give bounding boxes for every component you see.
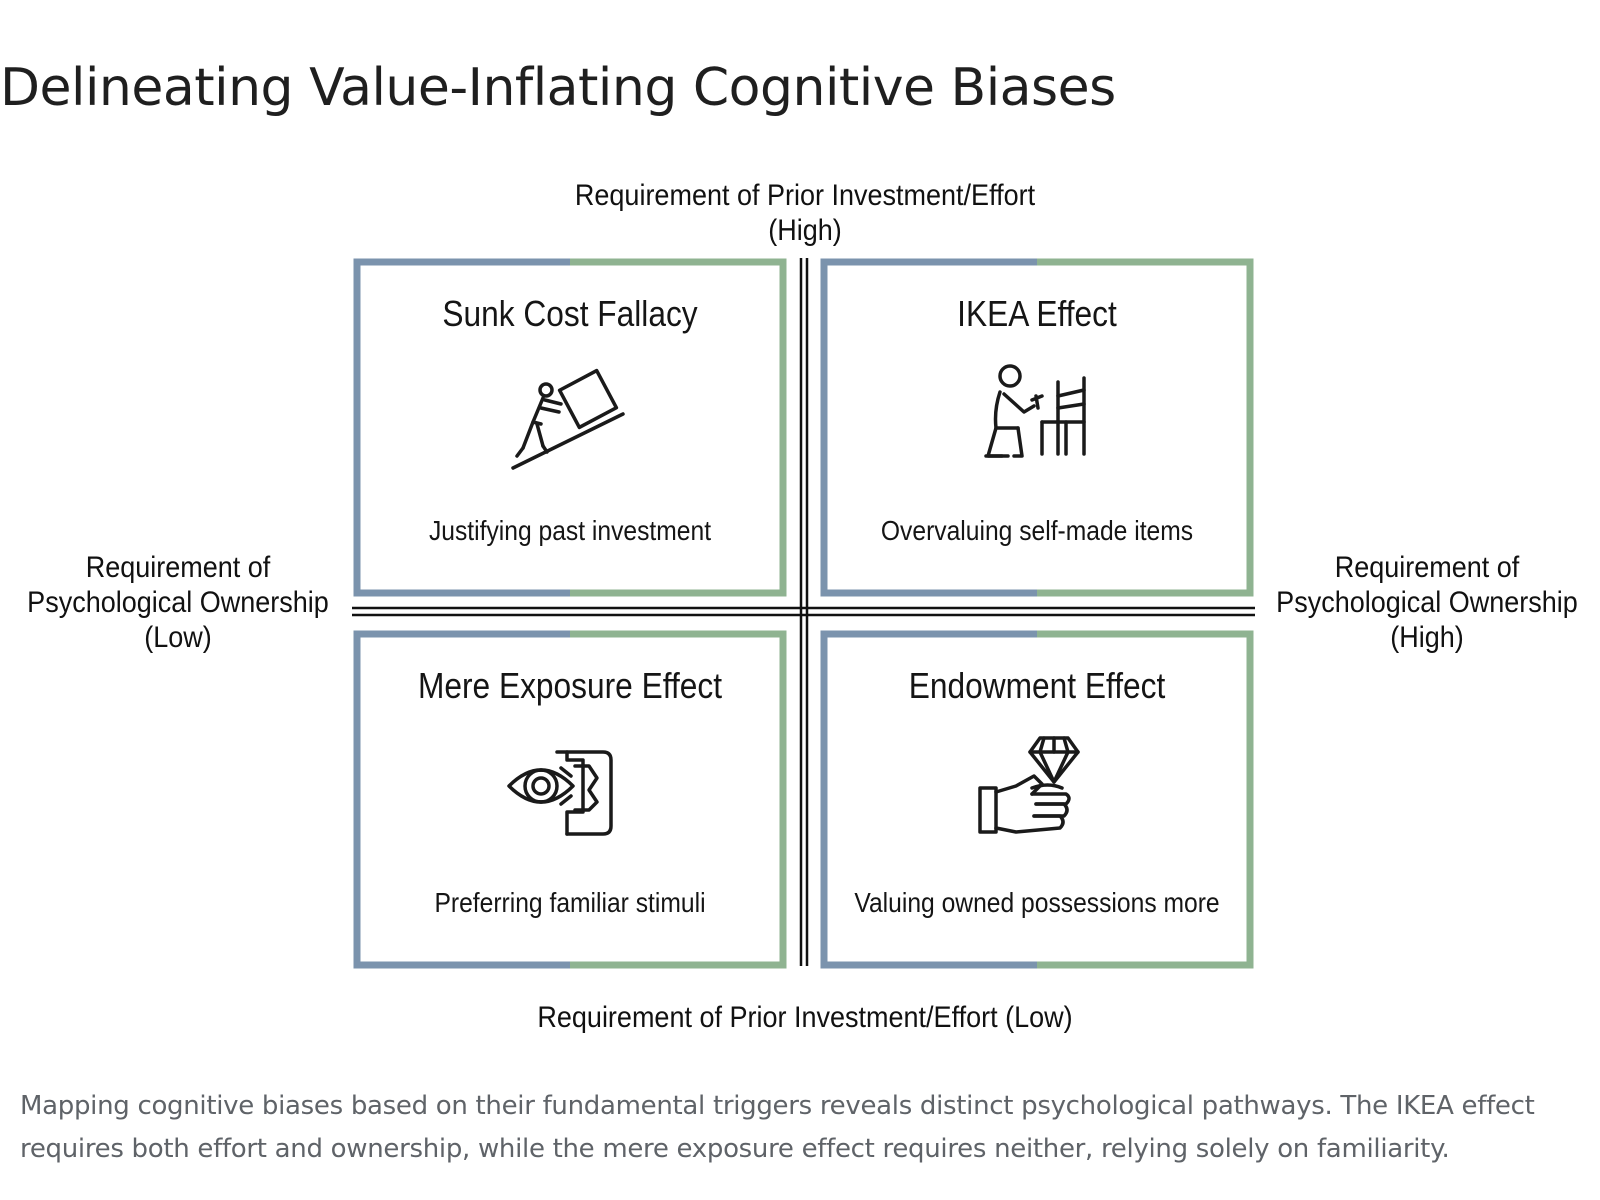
quadrant-title: IKEA Effect (957, 293, 1117, 334)
quadrant-description: Overvaluing self-made items (880, 515, 1194, 546)
figure-caption: Mapping cognitive biases based on their … (20, 1091, 1535, 1164)
quadrant-diagram: Requirement of Prior Investment/Effort (… (0, 160, 1600, 1060)
person-assembling-chair-icon (972, 360, 1102, 490)
eye-and-door-icon (505, 732, 635, 862)
box-bottom-right (820, 630, 1254, 969)
box-top-left (353, 258, 787, 597)
quadrant-borders (353, 258, 1254, 969)
page-title: Delineating Value-Inflating Cognitive Bi… (0, 58, 1116, 118)
person-pushing-box-uphill-icon (505, 360, 635, 490)
quadrant-mere-exposure-effect: Mere Exposure Effect Preferring familiar… (355, 632, 785, 967)
diagram-frame (352, 258, 1255, 969)
axis-label-left: Requirement of Psychological Ownership (… (27, 551, 329, 654)
quadrant-description: Justifying past investment (428, 515, 712, 546)
quadrant-endowment-effect: Endowment Effect Valuing owned possessio… (822, 632, 1252, 967)
box-bottom-left (353, 630, 787, 969)
axis-label-right: Requirement of Psychological Ownership (… (1276, 551, 1578, 654)
quadrant-title: Sunk Cost Fallacy (442, 293, 698, 334)
quadrant-description: Preferring familiar stimuli (434, 887, 706, 918)
quadrant-title: Mere Exposure Effect (417, 665, 723, 706)
quadrant-sunk-cost-fallacy: Sunk Cost Fallacy Justifying past invest… (355, 260, 785, 595)
quadrant-description: Valuing owned possessions more (854, 887, 1220, 918)
box-top-right (820, 258, 1254, 597)
quadrant-title: Endowment Effect (908, 665, 1166, 706)
axis-label-bottom: Requirement of Prior Investment/Effort (… (537, 1001, 1073, 1034)
axis-label-top: Requirement of Prior Investment/Effort (… (574, 179, 1036, 247)
hand-holding-diamond-icon (972, 732, 1102, 862)
axis-lines (352, 258, 1255, 966)
quadrant-ikea-effect: IKEA Effect Overvaluing self-made items (822, 260, 1252, 595)
